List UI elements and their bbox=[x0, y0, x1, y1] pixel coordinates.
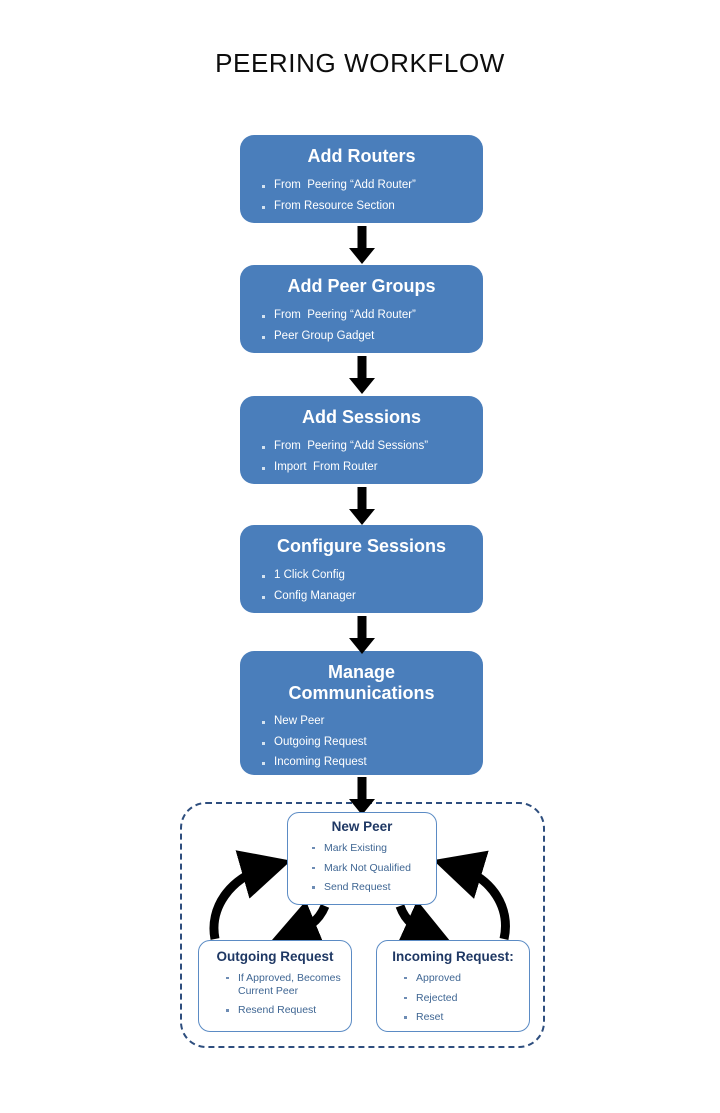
subprocess-box-new-peer[interactable]: New Peer Mark Existing Mark Not Qualifie… bbox=[287, 812, 437, 905]
subprocess-box-outgoing-request[interactable]: Outgoing Request If Approved, Becomes Cu… bbox=[198, 940, 352, 1032]
subprocess-title: Incoming Request: bbox=[392, 949, 514, 964]
process-box-add-routers[interactable]: Add Routers From Peering “Add Router” Fr… bbox=[240, 135, 483, 223]
bullet-item: Incoming Request bbox=[260, 757, 473, 769]
bullet-item: Resend Request bbox=[223, 1004, 343, 1017]
subprocess-bullet-list: Approved Rejected Reset bbox=[385, 972, 521, 1024]
subprocess-title: New Peer bbox=[331, 819, 393, 834]
subprocess-bullet-list: If Approved, Becomes Current Peer Resend… bbox=[207, 972, 343, 1017]
bullet-item: Config Manager bbox=[260, 590, 473, 603]
bullet-item: Outgoing Request bbox=[260, 736, 473, 749]
process-box-configure-sessions[interactable]: Configure Sessions 1 Click Config Config… bbox=[240, 525, 483, 613]
arrow-shaft bbox=[357, 356, 367, 379]
flow-arrow-3 bbox=[348, 487, 376, 525]
arrow-shaft bbox=[357, 777, 367, 800]
bullet-item: Peer Group Gadget bbox=[260, 330, 473, 343]
page-title: PEERING WORKFLOW bbox=[215, 48, 505, 78]
bullet-item: Rejected bbox=[401, 992, 521, 1005]
process-bullet-list: From Peering “Add Router” From Resource … bbox=[240, 180, 483, 212]
process-title: Add Sessions bbox=[301, 407, 422, 427]
arrow-head bbox=[349, 509, 375, 525]
arrow-head bbox=[349, 799, 375, 815]
bullet-item: Reset bbox=[401, 1011, 521, 1024]
bullet-item: Mark Not Qualified bbox=[309, 862, 428, 875]
process-title-line-1: Manage bbox=[327, 662, 396, 682]
process-bullet-list: From Peering “Add Sessions” Import From … bbox=[240, 441, 483, 473]
bullet-item: Import From Router bbox=[260, 461, 473, 474]
bullet-item: 1 Click Config bbox=[260, 570, 473, 582]
arrow-shaft bbox=[357, 226, 367, 249]
flow-arrow-1 bbox=[348, 226, 376, 264]
process-title-line-2: Communications bbox=[288, 683, 435, 704]
bullet-item: From Peering “Add Sessions” bbox=[260, 441, 473, 453]
process-box-manage-communications[interactable]: Manage Communications New Peer Outgoing … bbox=[240, 651, 483, 775]
arrow-head bbox=[349, 248, 375, 264]
process-bullet-list: 1 Click Config Config Manager bbox=[240, 570, 483, 602]
bullet-item: Approved bbox=[401, 972, 521, 985]
process-bullet-list: From Peering “Add Router” Peer Group Gad… bbox=[240, 310, 483, 342]
arrow-head bbox=[349, 378, 375, 394]
subprocess-bullet-list: Mark Existing Mark Not Qualified Send Re… bbox=[296, 842, 428, 894]
process-box-add-sessions[interactable]: Add Sessions From Peering “Add Sessions”… bbox=[240, 396, 483, 484]
subprocess-title: Outgoing Request bbox=[216, 949, 334, 964]
bullet-item: New Peer bbox=[260, 716, 473, 728]
process-box-add-peer-groups[interactable]: Add Peer Groups From Peering “Add Router… bbox=[240, 265, 483, 353]
bullet-item: Mark Existing bbox=[309, 842, 428, 855]
flow-arrow-4 bbox=[348, 616, 376, 654]
flow-arrow-5 bbox=[348, 777, 376, 815]
process-title: Add Peer Groups bbox=[287, 276, 436, 296]
bullet-item: From Peering “Add Router” bbox=[260, 180, 473, 192]
process-title: Configure Sessions bbox=[276, 536, 447, 556]
process-bullet-list: New Peer Outgoing Request Incoming Reque… bbox=[240, 716, 483, 769]
subprocess-box-incoming-request[interactable]: Incoming Request: Approved Rejected Rese… bbox=[376, 940, 530, 1032]
bullet-item: From Peering “Add Router” bbox=[260, 310, 473, 322]
bullet-item: From Resource Section bbox=[260, 200, 473, 213]
arrow-shaft bbox=[357, 487, 367, 510]
arrow-head bbox=[349, 638, 375, 654]
bullet-item: Send Request bbox=[309, 881, 428, 894]
process-title: Add Routers bbox=[307, 146, 416, 166]
bullet-item: If Approved, Becomes Current Peer bbox=[223, 972, 343, 998]
flow-arrow-2 bbox=[348, 356, 376, 394]
arrow-shaft bbox=[357, 616, 367, 639]
